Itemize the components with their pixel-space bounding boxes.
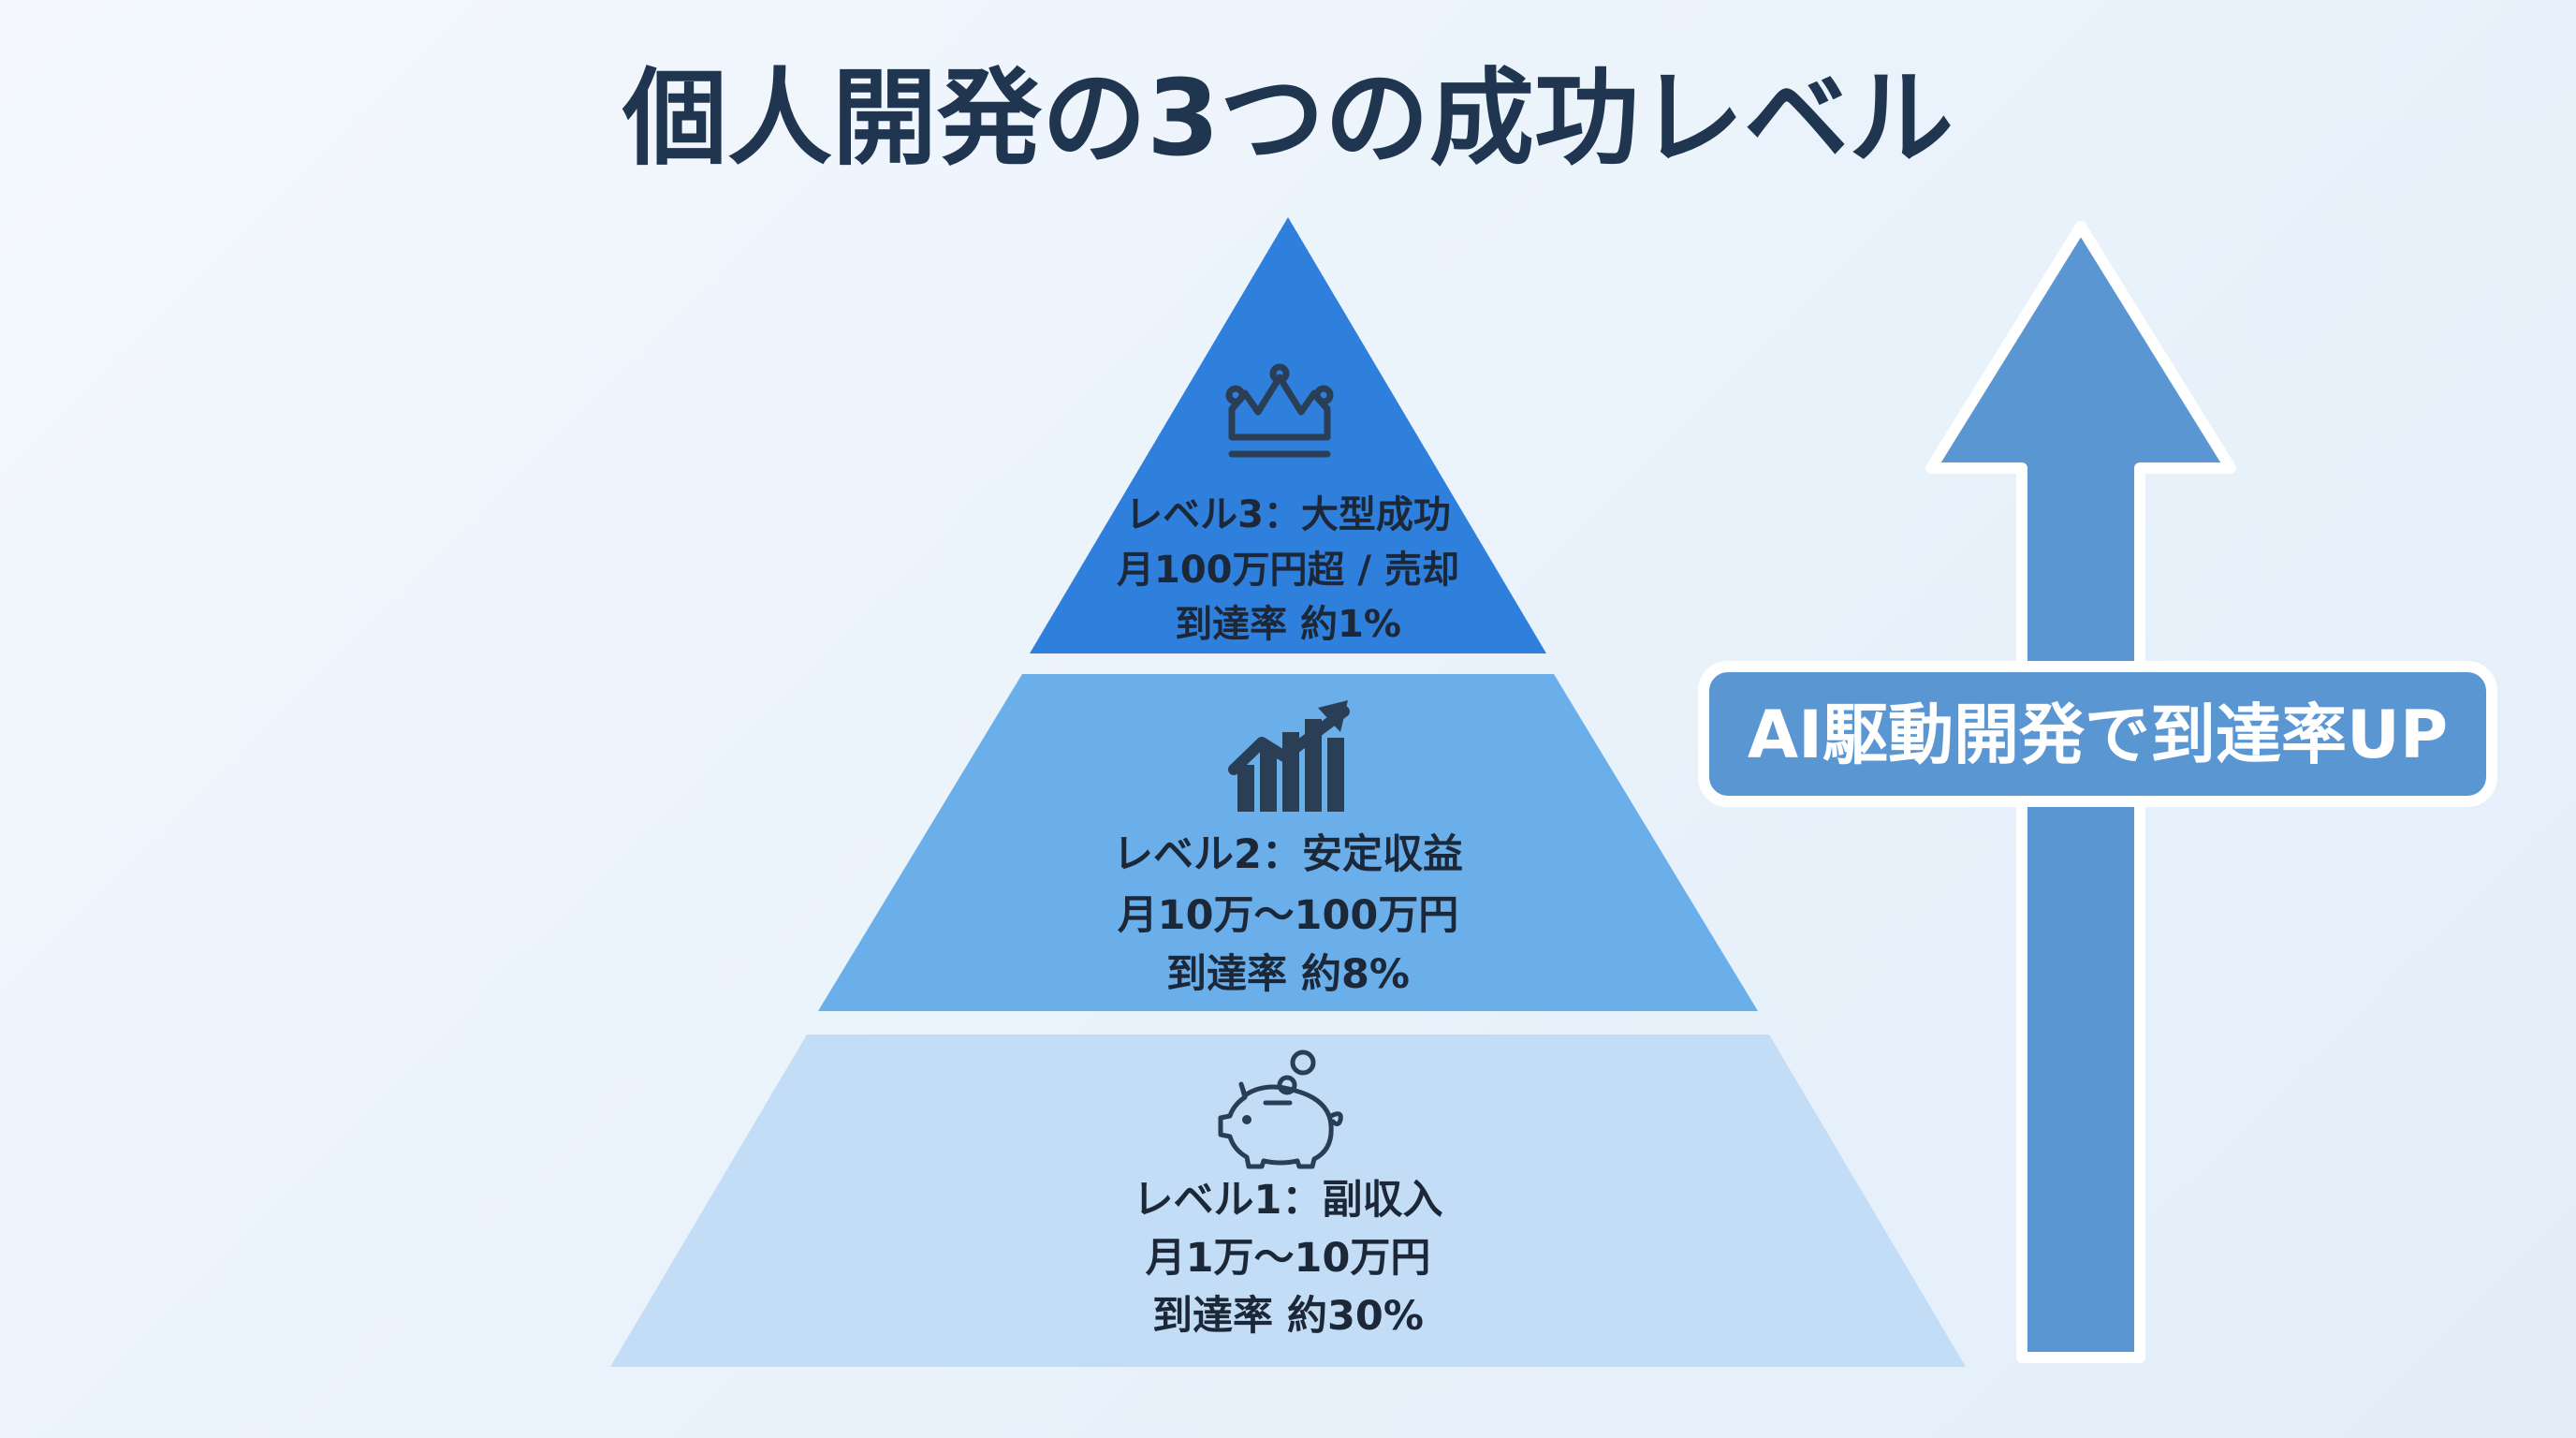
page-title: 個人開発の3つの成功レベル — [622, 58, 1954, 180]
tier-level-1-title: レベル1：副収入 — [1134, 1177, 1443, 1224]
tier-level-3-income: 月100万円超 / 売却 — [1117, 549, 1459, 592]
crown-icon — [1225, 363, 1334, 458]
tier-level-3-title: レベル3：大型成功 — [1125, 493, 1451, 536]
piggy-bank-icon — [1218, 1049, 1343, 1169]
growth-chart-icon — [1228, 700, 1350, 812]
tier-level-2-income: 月10万〜100万円 — [1118, 892, 1459, 939]
tier-level-3-rate: 到達率 約1% — [1175, 603, 1401, 646]
pyramid: レベル3：大型成功 月100万円超 / 売却 到達率 約1% レベル2：安定収益… — [610, 217, 1966, 1367]
tier-level-2-rate: 到達率 約8% — [1166, 951, 1410, 998]
tier-level-1: レベル1：副収入 月1万〜10万円 到達率 約30% — [610, 1034, 1966, 1367]
tier-level-3: レベル3：大型成功 月100万円超 / 売却 到達率 約1% — [1030, 217, 1546, 653]
tier-level-2-title: レベル2：安定収益 — [1113, 831, 1463, 878]
arrow-label: AI駆動開発で到達率UP — [1748, 697, 2448, 773]
tier-level-2-shape — [818, 674, 1758, 1011]
tier-level-1-rate: 到達率 約30% — [1152, 1293, 1424, 1340]
tier-level-1-shape — [610, 1034, 1966, 1367]
tier-level-1-income: 月1万〜10万円 — [1146, 1235, 1431, 1282]
up-arrow: AI駆動開発で到達率UP — [1698, 221, 2497, 1363]
tier-level-2: レベル2：安定収益 月10万〜100万円 到達率 約8% — [818, 674, 1758, 1011]
arrow-label-badge — [1698, 661, 2497, 807]
